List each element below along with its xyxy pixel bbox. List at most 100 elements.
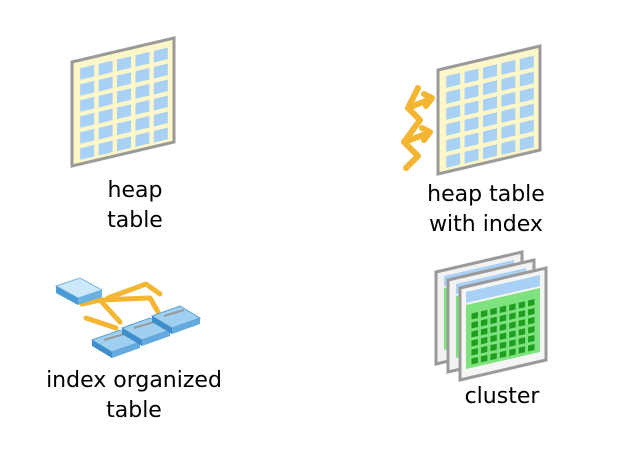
grid-cell	[471, 348, 478, 356]
grid-cell	[153, 63, 168, 79]
grid-cell	[490, 325, 497, 334]
grid-cell	[135, 131, 150, 147]
grid-cell	[519, 55, 534, 71]
grid-cell	[501, 123, 516, 139]
grid-cell	[490, 334, 497, 343]
grid-cell	[490, 343, 497, 352]
grid-cell	[518, 328, 526, 336]
grid-cell	[518, 310, 526, 318]
grid-cell	[483, 80, 497, 96]
grid-cell	[98, 92, 113, 108]
grid-cell	[153, 127, 168, 143]
grid-cell	[480, 327, 488, 336]
grid-cell	[499, 332, 507, 341]
grid-cell	[499, 323, 507, 332]
grid-cell	[153, 111, 168, 127]
grid-cell	[153, 79, 168, 95]
grid-cell	[464, 132, 479, 148]
grid-cell	[117, 72, 131, 88]
grid-cell	[464, 84, 479, 100]
grid-cell	[117, 120, 131, 136]
grid-cell	[98, 124, 113, 140]
grid-cell	[501, 107, 516, 123]
grid-cell	[519, 135, 534, 151]
grid-cell	[480, 309, 488, 318]
grid-cell	[117, 104, 131, 120]
grid-cell	[135, 99, 150, 115]
grid-cell	[499, 350, 507, 359]
grid-cell	[446, 72, 461, 88]
grid-cell	[509, 339, 516, 347]
grid-cell	[480, 336, 488, 345]
grid-cell	[135, 83, 150, 99]
grid-cell	[446, 104, 461, 120]
grid-cell	[519, 119, 534, 135]
grid-cell	[518, 346, 526, 354]
grid-cell	[471, 330, 478, 338]
grid-cell	[135, 115, 150, 131]
grid-cell	[509, 330, 516, 338]
leaf-node-3	[150, 305, 202, 334]
grid-cell	[501, 139, 516, 155]
index-arrows	[401, 85, 435, 171]
grid-cell	[153, 95, 168, 111]
grid-cell	[528, 299, 535, 307]
grid-cell	[483, 96, 497, 112]
grid-cell	[464, 148, 479, 164]
grid-cell	[499, 314, 507, 323]
grid-cell	[519, 103, 534, 119]
grid-cell	[528, 308, 535, 316]
grid-cell	[509, 312, 516, 320]
grid-cell	[501, 75, 516, 91]
grid-cell	[483, 112, 497, 128]
grid-cell	[471, 357, 478, 365]
heap-table-label: heap table	[107, 178, 163, 233]
grid-cell	[509, 348, 516, 356]
grid-cell	[480, 345, 488, 354]
grid-cell	[98, 76, 113, 92]
grid-cell	[499, 305, 507, 314]
grid-cell	[464, 100, 479, 116]
grid-cell	[480, 354, 488, 363]
grid-cell	[519, 87, 534, 103]
grid-cell	[483, 64, 497, 80]
grid-cell	[528, 344, 535, 352]
grid-cell	[483, 128, 497, 144]
grid-cell	[519, 71, 534, 87]
grid-cell	[480, 318, 488, 327]
grid-cell	[98, 140, 113, 156]
grid-cell	[528, 317, 535, 325]
heap-table-with-index-label: heap table with index	[427, 182, 545, 237]
grid-cell	[464, 68, 479, 84]
grid-cell	[501, 59, 516, 75]
cluster-label: cluster	[464, 384, 540, 409]
grid-cell	[80, 96, 95, 112]
grid-cell	[135, 51, 150, 67]
grid-cell	[80, 128, 95, 144]
grid-cell	[471, 312, 478, 320]
grid-cell	[490, 316, 497, 325]
grid-cell	[471, 339, 478, 347]
grid-cell	[80, 112, 95, 128]
grid-cell	[98, 60, 113, 76]
grid-cell	[117, 88, 131, 104]
grid-cell	[490, 307, 497, 316]
grid-cell	[518, 319, 526, 327]
grid-cell	[528, 335, 535, 343]
grid-cell	[80, 144, 95, 160]
grid-cell	[509, 321, 516, 329]
grid-cell	[80, 64, 95, 80]
root-node	[54, 277, 104, 305]
grid-cell	[446, 152, 461, 168]
grid-cell	[483, 144, 497, 160]
grid-cell	[98, 108, 113, 124]
grid-cell	[80, 80, 95, 96]
grid-cell	[471, 321, 478, 329]
index-organized-table-label: index organized table	[46, 368, 222, 423]
grid-cell	[518, 301, 526, 309]
grid-cell	[499, 341, 507, 350]
